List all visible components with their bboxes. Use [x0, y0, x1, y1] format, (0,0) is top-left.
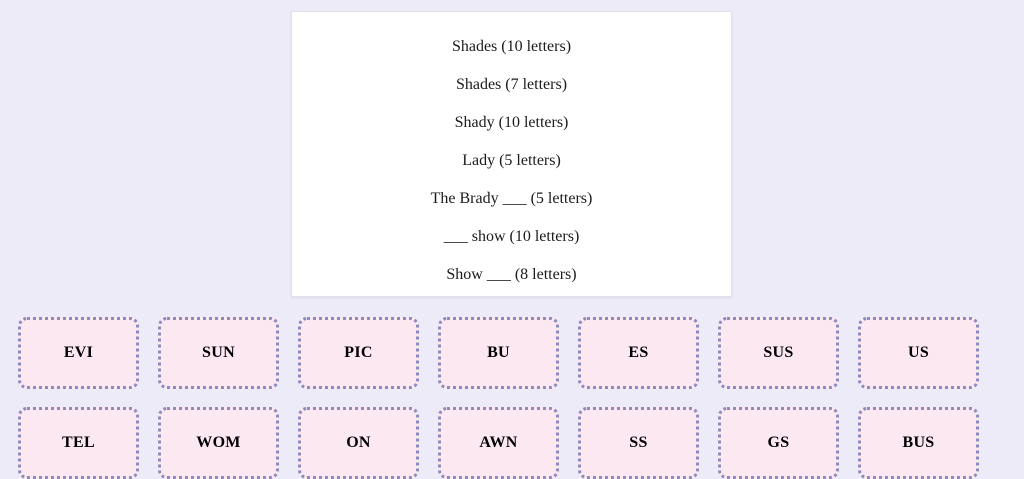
letter-tile[interactable]: PIC [298, 317, 419, 389]
letter-tile[interactable]: SS [578, 407, 699, 479]
clue-line: Lady (5 letters) [462, 152, 561, 169]
letter-tile[interactable]: BUS [858, 407, 979, 479]
letter-tile[interactable]: US [858, 317, 979, 389]
letter-tile[interactable]: EVI [18, 317, 139, 389]
letter-tile[interactable]: WOM [158, 407, 279, 479]
clue-line: The Brady ___ (5 letters) [430, 190, 593, 207]
letter-tile[interactable]: ES [578, 317, 699, 389]
tile-row: EVI SUN PIC BU ES SUS US [18, 317, 1006, 389]
clue-line: Shady (10 letters) [454, 114, 569, 131]
clue-line: ___ show (10 letters) [443, 228, 580, 245]
letter-tile[interactable]: TEL [18, 407, 139, 479]
letter-tile[interactable]: SUN [158, 317, 279, 389]
letter-tile[interactable]: ON [298, 407, 419, 479]
clue-line: Shades (7 letters) [455, 76, 568, 93]
letter-tile[interactable]: BU [438, 317, 559, 389]
letter-tile[interactable]: AWN [438, 407, 559, 479]
letter-tile[interactable]: SUS [718, 317, 839, 389]
tile-row: TEL WOM ON AWN SS GS BUS [18, 407, 1006, 479]
clue-line: Shades (10 letters) [451, 38, 572, 55]
letter-tile[interactable]: GS [718, 407, 839, 479]
clue-card: Shades (10 letters) Shades (7 letters) S… [291, 11, 732, 297]
clue-line: Show ___ (8 letters) [446, 266, 577, 283]
